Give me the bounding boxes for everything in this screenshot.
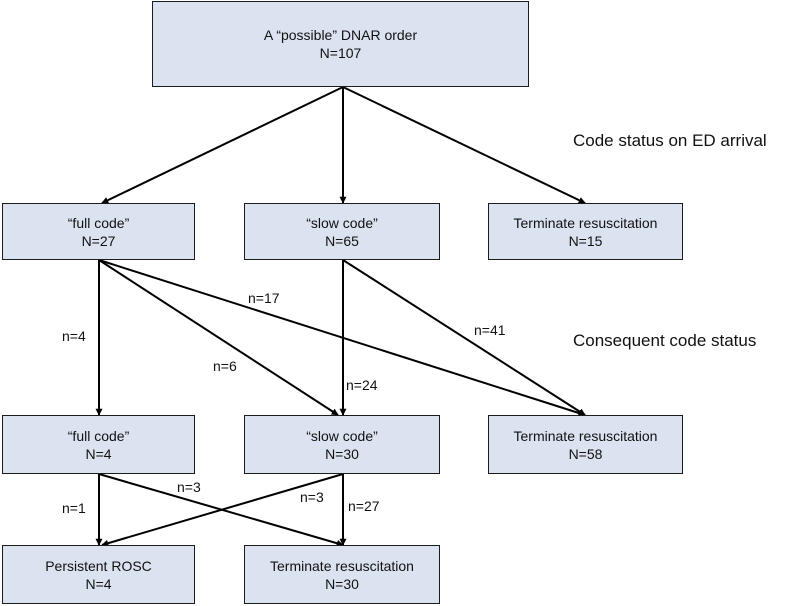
arrow-root-to-arrival_full — [101, 86, 344, 204]
arrow-consequent_slow-to-outcome_rosc — [101, 473, 344, 547]
edge-count-label: n=24 — [346, 377, 378, 393]
node-outcome-persistent-rosc: Persistent ROSC N=4 — [2, 545, 195, 604]
edge-count-label: n=6 — [213, 358, 237, 374]
node-arrival-terminate: Terminate resuscitation N=15 — [488, 203, 683, 260]
edge-count-label: n=3 — [177, 479, 201, 495]
node-count: N=107 — [319, 45, 362, 61]
node-arrival-full-code: “full code” N=27 — [2, 203, 195, 260]
node-label: A “possible” DNAR order — [263, 27, 418, 43]
edge-count-label: n=1 — [62, 500, 86, 516]
node-consequent-full-code: “full code” N=4 — [2, 415, 195, 474]
node-possible-dnar: A “possible” DNAR order N=107 — [152, 1, 529, 87]
node-label: Terminate resuscitation — [270, 557, 414, 574]
edge-count-label: n=27 — [348, 498, 380, 514]
edge-count-label: n=17 — [248, 290, 280, 306]
edge-count-label: n=3 — [300, 489, 324, 505]
node-label: “slow code” — [306, 214, 378, 231]
node-count: N=4 — [85, 445, 112, 462]
node-label: Terminate resuscitation — [513, 214, 658, 231]
heading-consequent-status: Consequent code status — [573, 331, 757, 350]
node-arrival-slow-code: “slow code” N=65 — [244, 203, 440, 260]
node-count: N=58 — [568, 445, 603, 462]
node-count: N=4 — [85, 575, 112, 592]
node-outcome-terminate: Terminate resuscitation N=30 — [244, 545, 440, 604]
node-label: “full code” — [67, 214, 130, 231]
node-count: N=30 — [325, 575, 359, 592]
node-label: Persistent ROSC — [45, 557, 152, 574]
node-label: “full code” — [67, 427, 130, 444]
arrow-arrival_full-to-consequent_slow — [98, 259, 339, 416]
node-count: N=27 — [81, 232, 116, 249]
edge-count-label: n=41 — [474, 322, 506, 338]
node-count: N=65 — [325, 232, 359, 249]
node-consequent-slow-code: “slow code” N=30 — [244, 415, 440, 474]
heading-arrival-status: Code status on ED arrival — [573, 131, 767, 150]
arrow-arrival_slow-to-consequent_terminate — [342, 259, 586, 416]
edge-count-label: n=4 — [62, 328, 86, 344]
node-label: Terminate resuscitation — [513, 427, 658, 444]
node-count: N=30 — [325, 445, 359, 462]
arrow-root-to-arrival_terminate — [342, 86, 586, 204]
node-count: N=15 — [568, 232, 603, 249]
node-label: “slow code” — [306, 427, 378, 444]
node-consequent-terminate: Terminate resuscitation N=58 — [488, 415, 683, 474]
